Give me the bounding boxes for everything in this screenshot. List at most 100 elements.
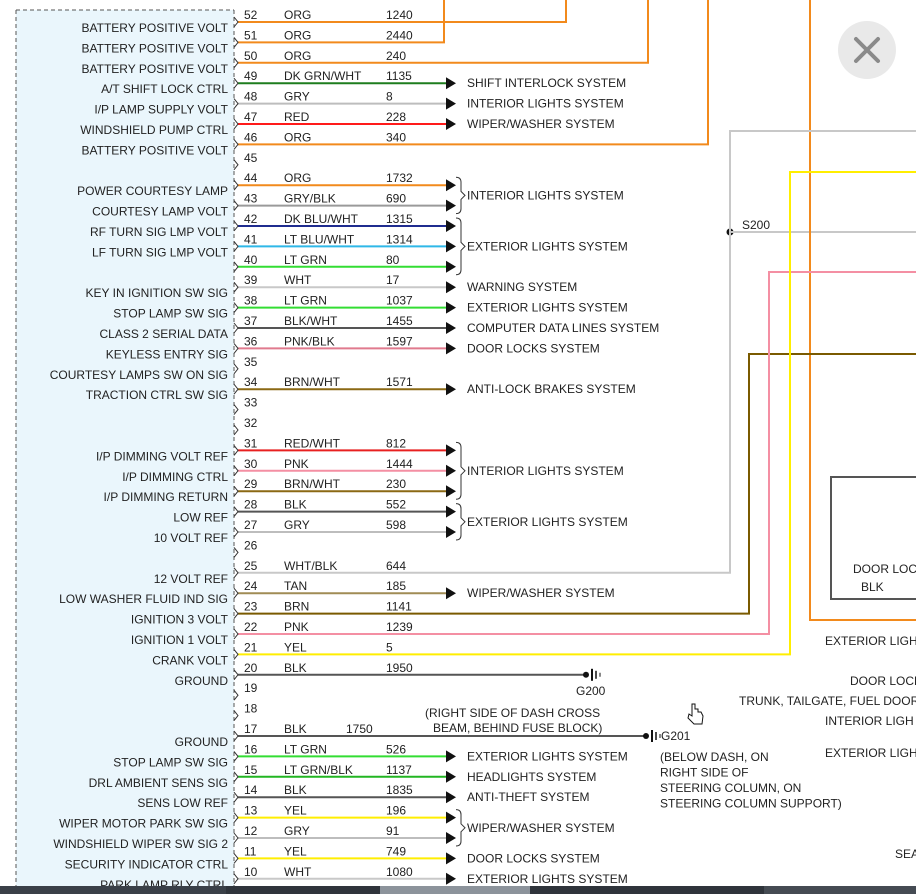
wire-color-label: YEL — [284, 844, 307, 858]
signal-label: STOP LAMP SW SIG — [113, 755, 228, 769]
connector-pin-chevron — [233, 689, 239, 701]
right-component-label: EXTERIOR LIGH — [825, 746, 916, 760]
circuit-number: 812 — [386, 436, 406, 450]
toolbar-segment-4[interactable] — [532, 886, 762, 894]
signal-label: WINDSHIELD WIPER SW SIG 2 — [53, 837, 228, 851]
close-button[interactable] — [838, 21, 896, 79]
pin-number: 14 — [244, 783, 258, 797]
wire-color-label: TAN — [284, 579, 307, 593]
wire-color-label: ORG — [284, 28, 311, 42]
connector-pin-chevron — [233, 771, 239, 783]
destination-label: DOOR LOCKS SYSTEM — [467, 341, 600, 355]
pin-number: 42 — [244, 212, 258, 226]
circuit-number: 1314 — [386, 232, 413, 246]
circuit-number: 526 — [386, 742, 406, 756]
toolbar-segment-3[interactable] — [380, 886, 530, 894]
wire-color-label: PNK — [284, 457, 309, 471]
arrow-icon — [446, 240, 456, 253]
destination-label: EXTERIOR LIGHTS SYSTEM — [467, 301, 628, 315]
circuit-number: 749 — [386, 844, 406, 858]
pin-number: 44 — [244, 171, 258, 185]
arrow-icon — [446, 505, 456, 518]
signal-label: GROUND — [175, 735, 229, 749]
circuit-number: 1239 — [386, 620, 413, 634]
circuit-number: 17 — [386, 273, 400, 287]
connector-pin-chevron — [233, 853, 239, 864]
pin-number: 52 — [244, 8, 258, 22]
destination-label: EXTERIOR LIGHTS SYSTEM — [467, 749, 628, 763]
wire-color-label: BLK — [284, 661, 307, 675]
connector-pin-chevron — [233, 547, 239, 558]
wire-color-label: GRY/BLK — [284, 192, 336, 206]
circuit-number: 1037 — [386, 294, 413, 308]
destination-label: ANTI-THEFT SYSTEM — [467, 790, 589, 804]
connector-pin-chevron — [233, 628, 239, 640]
circuit-number: 598 — [386, 518, 406, 532]
connector-pin-chevron — [233, 241, 239, 252]
circuit-number: 1950 — [386, 661, 413, 675]
arrow-icon — [446, 260, 456, 273]
wire-color-label: BLK/WHT — [284, 314, 338, 328]
wire-color-label: YEL — [284, 804, 307, 818]
arrow-icon — [446, 587, 456, 600]
destination-label: SHIFT INTERLOCK SYSTEM — [467, 76, 626, 90]
circuit-number: 1080 — [386, 865, 413, 879]
circuit-number: 1240 — [386, 8, 413, 22]
ground-id-label: G200 — [576, 684, 606, 698]
signal-label: TRACTION CTRL SW SIG — [86, 388, 228, 402]
destination-label: COMPUTER DATA LINES SYSTEM — [467, 321, 659, 335]
connector-pin-chevron — [233, 118, 239, 130]
toolbar-segment-5[interactable] — [764, 886, 916, 894]
arrow-icon — [446, 832, 456, 844]
destination-label: INTERIOR LIGHTS SYSTEM — [467, 97, 624, 111]
connector-pin-chevron — [233, 445, 239, 456]
connector-pin-chevron — [233, 710, 239, 721]
signal-label: BATTERY POSITIVE VOLT — [82, 21, 229, 35]
destination-label: DOOR LOCKS SYSTEM — [467, 851, 600, 865]
pin-number: 37 — [244, 314, 258, 328]
connector-pin-chevron — [233, 322, 239, 334]
circuit-number: 80 — [386, 253, 400, 267]
toolbar-segment-1[interactable] — [0, 886, 226, 894]
signal-label: I/P LAMP SUPPLY VOLT — [94, 103, 228, 117]
signal-label: WIPER MOTOR PARK SW SIG — [59, 817, 228, 831]
pin-number: 18 — [244, 702, 258, 716]
signal-label: SENS LOW REF — [137, 796, 228, 810]
destination-label: EXTERIOR LIGHTS SYSTEM — [467, 872, 628, 886]
arrow-icon — [446, 464, 456, 477]
pin-number: 15 — [244, 763, 258, 777]
connector-pin-chevron — [233, 16, 239, 28]
pin-number: 49 — [244, 69, 258, 83]
right-component-label: INTERIOR LIGH — [825, 714, 914, 728]
hand-pointer-icon — [687, 703, 704, 725]
wire-color-label: BLK — [284, 498, 307, 512]
circuit-number: 1135 — [386, 69, 412, 83]
wire — [238, 171, 916, 656]
toolbar-segment-2[interactable] — [228, 886, 378, 894]
connector-pin-chevron — [233, 57, 239, 69]
pin-number: 40 — [244, 253, 258, 267]
connector-pin-chevron — [233, 485, 239, 497]
wire — [238, 353, 916, 615]
circuit-number: 91 — [386, 824, 400, 838]
arrow-icon — [446, 97, 456, 110]
circuit-number: 196 — [386, 804, 406, 818]
wire-color-label: ORG — [284, 171, 311, 185]
connector-pin-chevron — [233, 77, 239, 89]
circuit-number: 2440 — [386, 28, 413, 42]
circuit-number: 8 — [386, 90, 393, 104]
signal-label: WINDSHIELD PUMP CTRL — [80, 123, 228, 137]
arrow-icon — [446, 118, 456, 130]
signal-label: POWER COURTESY LAMP — [77, 184, 228, 198]
connector-pin-chevron — [233, 567, 239, 579]
circuit-number: 690 — [386, 192, 406, 206]
destination-label: EXTERIOR LIGHTS SYSTEM — [467, 515, 628, 529]
wire-color-label: GRY — [284, 824, 310, 838]
signal-label: IGNITION 1 VOLT — [131, 633, 229, 647]
wire-color-label: GRY — [284, 90, 310, 104]
connector-pin-chevron — [233, 261, 239, 273]
wire-color-label: LT GRN — [284, 294, 327, 308]
connector-pin-chevron — [233, 751, 239, 762]
